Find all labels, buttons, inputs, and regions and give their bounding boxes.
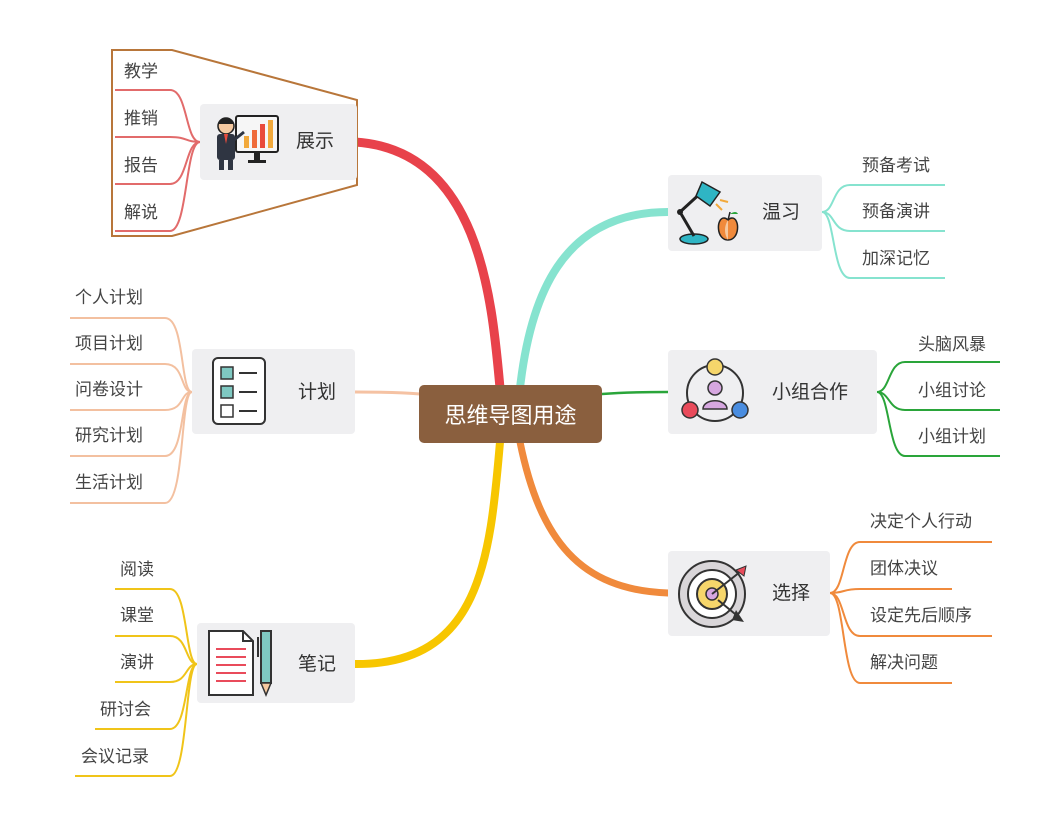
leaf-biji-3[interactable]: 演讲: [120, 653, 154, 673]
leaf-wenxi-2[interactable]: 预备演讲: [862, 202, 930, 222]
leaf-zhanshi-2[interactable]: 推销: [124, 109, 158, 129]
branch-line-biji: [351, 438, 504, 669]
xiaozu-leaf-lines: [876, 361, 1000, 457]
checklist-icon: [212, 357, 266, 425]
topic-xiaozu[interactable]: [668, 350, 877, 434]
topic-label-xuanze: 选择: [772, 582, 811, 604]
leaf-jihua-4[interactable]: 研究计划: [75, 426, 143, 446]
zhanshi-boundary: [111, 49, 358, 237]
leaf-zhanshi-3[interactable]: 报告: [124, 156, 158, 176]
presenter-icon: [217, 115, 279, 170]
topic-label-xiaozu: 小组合作: [772, 381, 849, 403]
target-arrow-icon: [678, 560, 747, 628]
leaf-wenxi-1[interactable]: 预备考试: [862, 156, 930, 176]
leaf-jihua-5[interactable]: 生活计划: [75, 473, 143, 493]
branch-line-zhanshi: [350, 137, 505, 393]
topic-label-zhanshi: 展示: [296, 130, 335, 152]
leaf-xuanze-1[interactable]: 决定个人行动: [870, 512, 972, 532]
leaf-jihua-3[interactable]: 问卷设计: [75, 380, 143, 400]
leaf-xiaozu-1[interactable]: 头脑风暴: [918, 335, 986, 355]
leaf-biji-4[interactable]: 研讨会: [100, 700, 151, 720]
branch-line-jihua: [353, 390, 422, 396]
leaf-zhanshi-4[interactable]: 解说: [124, 203, 158, 223]
jihua-leaf-lines: [70, 317, 193, 504]
leaf-xuanze-4[interactable]: 解决问题: [870, 653, 938, 673]
leaf-jihua-2[interactable]: 项目计划: [75, 334, 143, 354]
leaf-jihua-1[interactable]: 个人计划: [75, 288, 143, 308]
leaf-biji-1[interactable]: 阅读: [120, 560, 154, 580]
topic-label-jihua: 计划: [298, 381, 337, 403]
wenxi-leaf-lines: [821, 184, 945, 279]
topic-label-biji: 笔记: [298, 653, 337, 675]
branch-line-xiaozu: [600, 390, 670, 396]
leaf-xuanze-3[interactable]: 设定先后顺序: [870, 606, 972, 626]
notes-pen-icon: [208, 630, 273, 697]
topic-label-wenxi: 温习: [762, 201, 801, 223]
leaf-biji-5[interactable]: 会议记录: [81, 747, 149, 767]
branch-line-wenxi: [516, 208, 672, 392]
branch-line-xuanze: [516, 438, 672, 597]
leaf-xiaozu-3[interactable]: 小组计划: [918, 427, 986, 447]
central-topic[interactable]: 思维导图用途: [419, 385, 602, 443]
leaf-wenxi-3[interactable]: 加深记忆: [862, 249, 930, 269]
leaf-biji-2[interactable]: 课堂: [120, 606, 154, 626]
leaf-zhanshi-1[interactable]: 教学: [124, 62, 158, 82]
leaf-xiaozu-2[interactable]: 小组讨论: [918, 381, 986, 401]
biji-leaf-lines: [75, 588, 198, 777]
zhanshi-leaf-lines: [115, 89, 201, 232]
xuanze-leaf-lines: [829, 541, 992, 684]
leaf-xuanze-2[interactable]: 团体决议: [870, 559, 938, 579]
team-network-icon: [681, 358, 749, 422]
desk-lamp-apple-icon: [677, 180, 739, 245]
